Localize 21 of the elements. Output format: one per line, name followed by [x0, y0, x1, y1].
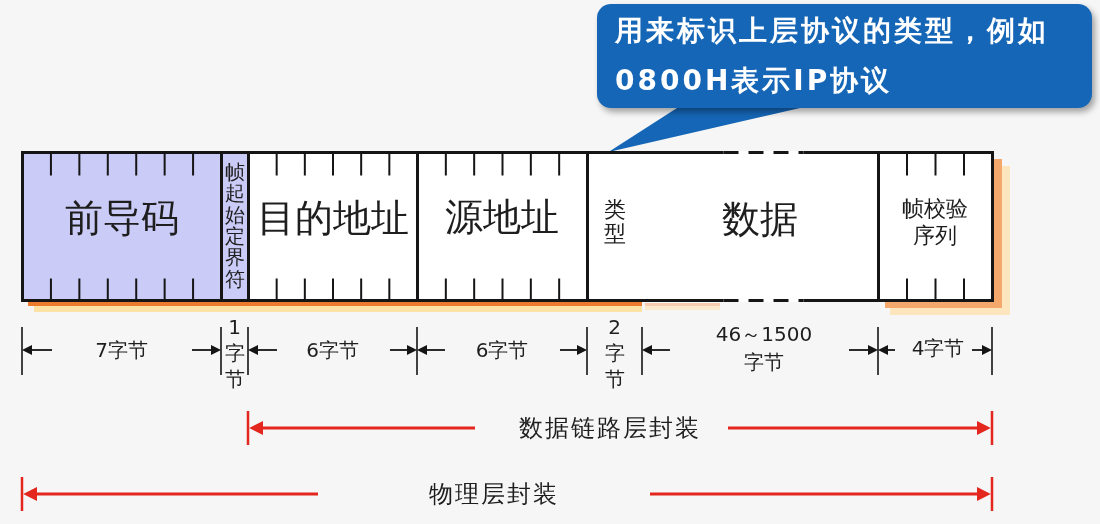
dimension-label: 46～1500字节	[714, 321, 814, 376]
callout-tail	[608, 108, 800, 152]
dimension-label: 7字节	[95, 336, 148, 364]
dimension-label: 2字节	[604, 314, 625, 392]
field-name: 目的地址	[256, 194, 409, 242]
field-name: 源地址	[445, 193, 559, 241]
encapsulation-label: 物理层封装	[429, 479, 559, 510]
dimension-label: 6字节	[475, 336, 529, 364]
field-name: 帧起始定界符	[224, 161, 245, 291]
field-name: 帧校验序列	[902, 194, 968, 250]
dimension-label: 1字节	[224, 314, 245, 392]
field-name: 数据	[722, 195, 798, 243]
encapsulation-label: 数据链路层封装	[519, 413, 701, 444]
field-name: 类型	[603, 197, 626, 247]
dimension-label: 6字节	[306, 336, 359, 364]
frame-field-box	[20, 150, 223, 302]
callout-text: 用来标识上层协议的类型，例如0800H表示IP协议	[615, 13, 1050, 99]
field-name: 前导码	[64, 194, 179, 242]
data-field-box	[640, 150, 880, 302]
frame-field-box	[876, 150, 994, 302]
dimension-label: 4字节	[911, 334, 965, 362]
